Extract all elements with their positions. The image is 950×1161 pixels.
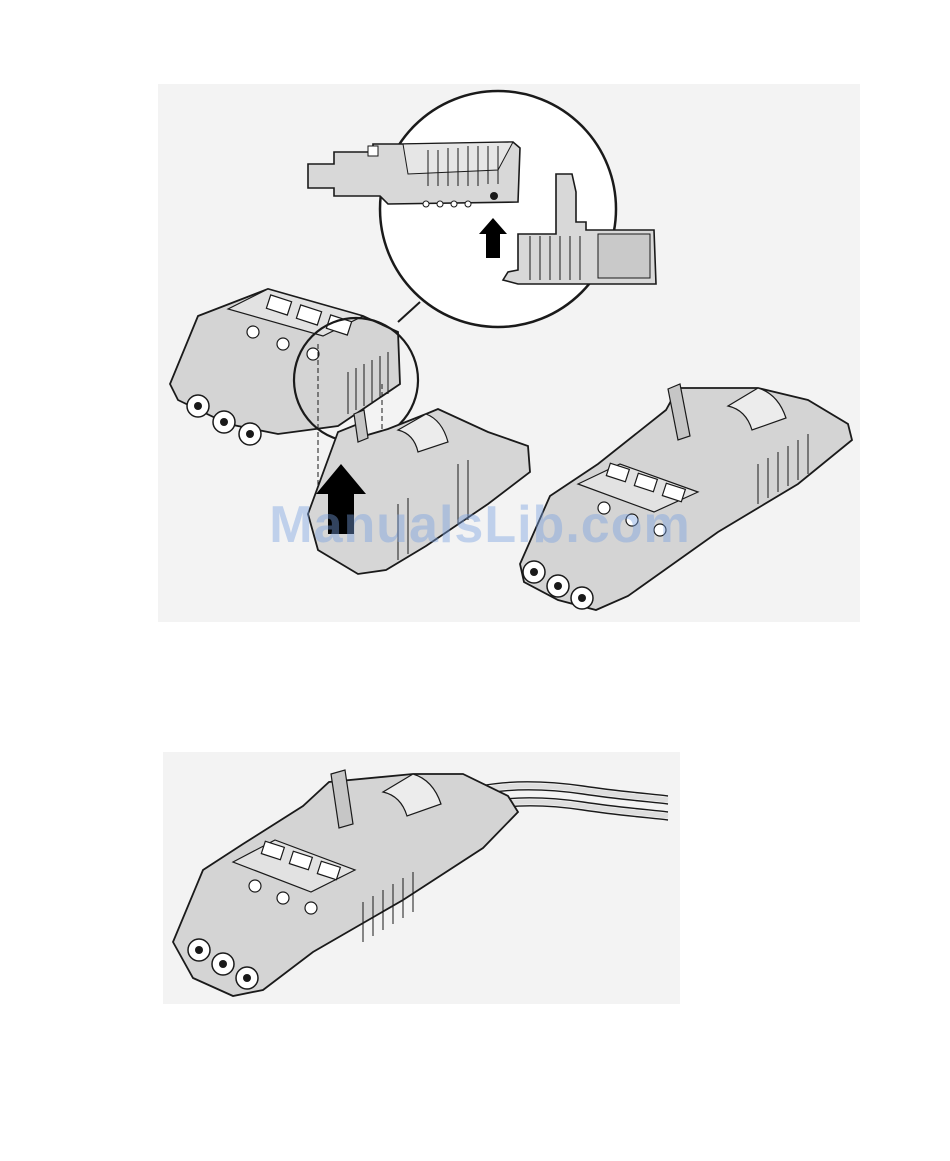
detail-leader-line: [398, 302, 420, 322]
detail-plug-latch: [308, 142, 520, 207]
detail-magnifier-circle: [308, 91, 656, 327]
connector-assembly-figure: [158, 84, 860, 622]
wired-connector-assembly: [173, 770, 518, 996]
connector-wires-illustration: [163, 752, 680, 1004]
connector-with-wires-figure: [163, 752, 680, 1004]
assembled-connector-right: [520, 384, 852, 610]
connector-assembly-illustration: [158, 84, 860, 622]
